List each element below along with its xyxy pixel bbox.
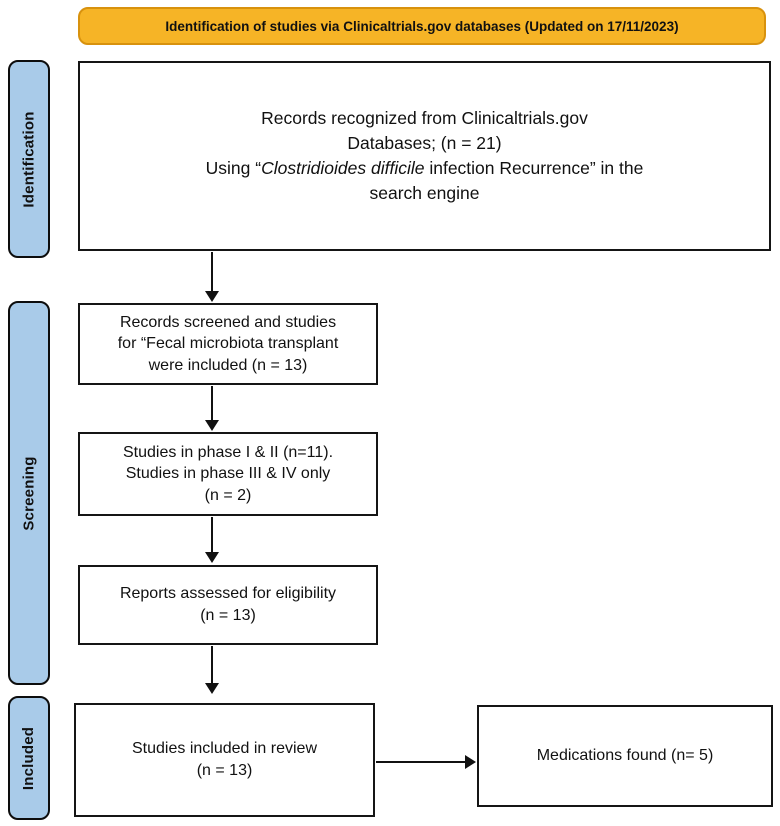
records-line-1: Records recognized from Clinicaltrials.g… bbox=[261, 108, 588, 129]
records-identified-text: Records recognized from Clinicaltrials.g… bbox=[80, 106, 769, 205]
arrow-shaft bbox=[211, 386, 213, 422]
down-arrow-screened-to-phase bbox=[205, 386, 219, 431]
records-screened-text: Records screened and studies for “Fecal … bbox=[80, 312, 376, 376]
stage-label-identification-text: Identification bbox=[20, 110, 38, 208]
arrow-head-icon bbox=[465, 755, 476, 769]
arrow-shaft bbox=[376, 761, 467, 763]
records-identified-box: Records recognized from Clinicaltrials.g… bbox=[78, 61, 771, 251]
screened-line-2: for “Fecal microbiota transplant bbox=[117, 335, 339, 353]
studies-phase-box: Studies in phase I & II (n=11). Studies … bbox=[78, 432, 378, 516]
stage-label-included-text: Included bbox=[20, 726, 38, 790]
screened-line-1: Records screened and studies bbox=[119, 314, 337, 332]
screened-line-3: were included (n = 13) bbox=[148, 356, 308, 374]
records-line-3: Using “Clostridioides difficile infectio… bbox=[205, 158, 644, 178]
phase-line-2: Studies in phase III & IV only bbox=[125, 465, 331, 483]
records-line-2: Databases; (n = 21) bbox=[347, 133, 502, 154]
studies-included-box: Studies included in review (n = 13) bbox=[74, 703, 375, 817]
reports-assessed-text: Reports assessed for eligibility (n = 13… bbox=[80, 583, 376, 626]
stage-label-included: Included bbox=[8, 696, 50, 820]
stage-label-identification: Identification bbox=[8, 60, 50, 258]
medications-found-box: Medications found (n= 5) bbox=[477, 705, 773, 807]
included-line-2: (n = 13) bbox=[196, 762, 253, 779]
records-line-4: search engine bbox=[369, 182, 480, 203]
right-arrow-included-to-medications bbox=[376, 755, 476, 769]
eligibility-line-1: Reports assessed for eligibility bbox=[119, 585, 337, 603]
arrow-shaft bbox=[211, 646, 213, 685]
reports-assessed-box: Reports assessed for eligibility (n = 13… bbox=[78, 565, 378, 645]
eligibility-line-2: (n = 13) bbox=[200, 607, 256, 624]
search-term-italic: Clostridioides difficile bbox=[261, 158, 425, 178]
arrow-shaft bbox=[211, 252, 213, 293]
phase-line-1: Studies in phase I & II (n=11). bbox=[122, 444, 334, 462]
down-arrow-records-to-screened bbox=[205, 252, 219, 302]
diagram-title-text: Identification of studies via Clinicaltr… bbox=[165, 18, 679, 34]
stage-label-screening-text: Screening bbox=[20, 455, 38, 531]
medications-found-text: Medications found (n= 5) bbox=[536, 747, 714, 765]
diagram-title-banner: Identification of studies via Clinicaltr… bbox=[78, 7, 766, 45]
stage-label-screening: Screening bbox=[8, 301, 50, 685]
records-screened-box: Records screened and studies for “Fecal … bbox=[78, 303, 378, 385]
arrow-head-icon bbox=[205, 683, 219, 694]
arrow-shaft bbox=[211, 517, 213, 554]
down-arrow-eligibility-to-included bbox=[205, 646, 219, 694]
included-line-1: Studies included in review bbox=[132, 739, 317, 757]
studies-phase-text: Studies in phase I & II (n=11). Studies … bbox=[80, 442, 376, 506]
arrow-head-icon bbox=[205, 552, 219, 563]
arrow-head-icon bbox=[205, 420, 219, 431]
arrow-head-icon bbox=[205, 291, 219, 302]
studies-included-text: Studies included in review (n = 13) bbox=[76, 738, 373, 782]
phase-line-3: (n = 2) bbox=[204, 486, 252, 504]
down-arrow-phase-to-eligibility bbox=[205, 517, 219, 563]
